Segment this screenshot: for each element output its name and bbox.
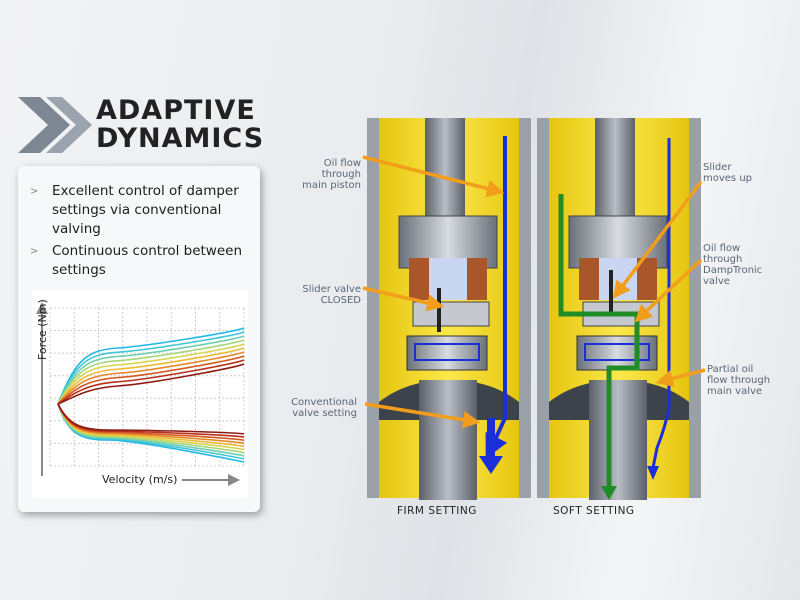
force-curve-rebound [57, 355, 245, 405]
page-title-line2: DYNAMICS [96, 123, 265, 154]
x-axis-arrowhead [228, 474, 240, 486]
force-curve-rebound [57, 347, 245, 405]
label-partial-flow: Partial oil flow through main valve [707, 364, 771, 397]
force-curve-rebound [57, 335, 245, 405]
firm-damper [367, 118, 531, 500]
bullet-text: Excellent control of damper settings via… [52, 183, 239, 237]
graph-curves [57, 327, 245, 463]
force-curve-rebound [57, 339, 245, 405]
info-panel: > Excellent control of damper settings v… [18, 166, 260, 512]
label-damptronic: Oil flow through DampTronic valve [703, 243, 763, 287]
x-axis-label: Velocity (m/s) [102, 473, 178, 486]
page-title-line1: ADAPTIVE [96, 95, 256, 126]
caption-soft-setting: SOFT SETTING [553, 505, 635, 517]
damper-illustration [362, 118, 706, 500]
force-velocity-graph: Force (Nm) Velocity (m/s) [32, 290, 248, 498]
force-curve-rebound [57, 363, 245, 405]
force-curve-rebound [57, 327, 245, 405]
label-slider-up: Slider moves up [703, 162, 753, 184]
graph-canvas [36, 302, 245, 486]
bullet-marker: > [30, 186, 39, 197]
force-curve-rebound [57, 359, 245, 405]
force-curve-rebound [57, 331, 245, 405]
force-curve-rebound [57, 343, 245, 405]
bullet-marker: > [30, 246, 39, 257]
caption-firm-setting: FIRM SETTING [397, 505, 477, 517]
callout-arrows [362, 155, 706, 429]
soft-damper [537, 118, 701, 500]
title-block: ADAPTIVE DYNAMICS [18, 95, 318, 155]
damper-diagram: Oil flow through main piston Slider valv… [265, 100, 800, 580]
label-slider-closed: Slider valve CLOSED [302, 284, 361, 306]
force-curve-rebound [57, 351, 245, 405]
bullet-text: Continuous control between settings [52, 243, 243, 278]
y-axis-label: Force (Nm) [36, 299, 49, 360]
label-conventional-valve: Conventional valve setting [291, 397, 357, 419]
y-axis-arrowhead [36, 302, 48, 314]
label-oil-flow-main: Oil flow through main piston [302, 158, 361, 191]
double-chevron-icon [18, 97, 92, 153]
force-curve-compression [57, 403, 245, 435]
